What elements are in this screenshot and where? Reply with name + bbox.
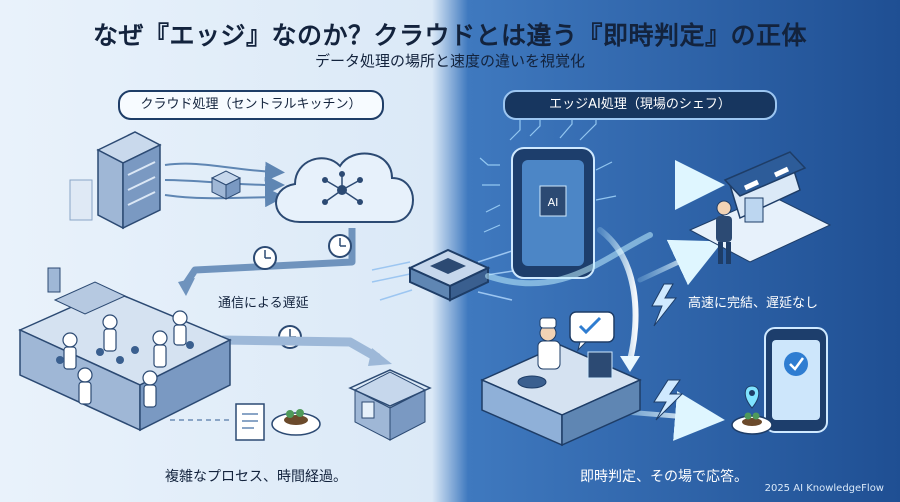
cloud-icon xyxy=(275,152,414,223)
checklist-bubble-icon xyxy=(569,311,615,352)
central-kitchen-illustration xyxy=(18,267,232,432)
ai-chip-icon xyxy=(371,248,521,302)
location-pin-icon xyxy=(744,385,760,409)
cloud-processing-heading: クラウド処理（セントラルキッチン） xyxy=(118,90,384,120)
store-icon xyxy=(348,369,432,441)
edge-processing-heading: エッジAI処理（現場のシェフ） xyxy=(503,90,777,120)
clock-icon xyxy=(253,246,277,270)
chef-station-illustration xyxy=(480,317,642,447)
storefront-icon xyxy=(688,151,832,263)
cloud-caption: 複雑なプロセス、時間経過。 xyxy=(165,469,347,485)
clock-icon xyxy=(328,234,352,258)
page-title: なぜ『エッジ』なのか？クラウドとは違う『即時判定』の正体 xyxy=(92,21,807,50)
fast-completion-label: 高速に完結、遅延なし xyxy=(688,296,819,311)
edge-response-arrows xyxy=(485,160,725,441)
edge-caption: 即時判定、その場で応答。 xyxy=(580,469,748,485)
copyright-credit: 2025 AI KnowledgeFlow xyxy=(764,483,884,494)
lightning-icon xyxy=(653,379,684,421)
customer-figure xyxy=(716,200,732,264)
lightning-icon xyxy=(651,283,678,327)
delivery-arrow xyxy=(221,335,381,362)
edge-device-phone: AI xyxy=(511,147,595,279)
document-icon xyxy=(235,403,265,441)
latency-label: 通信による遅延 xyxy=(218,296,309,311)
food-plate-icon xyxy=(731,412,773,435)
smartphone-result-icon xyxy=(764,327,828,433)
page-subtitle: データ処理の場所と速度の違いを視覚化 xyxy=(314,52,585,70)
food-plate-icon xyxy=(271,409,321,436)
phone-chip-label: AI xyxy=(548,196,559,209)
data-packet-icon xyxy=(210,170,242,200)
server-rack-icon xyxy=(69,131,162,230)
